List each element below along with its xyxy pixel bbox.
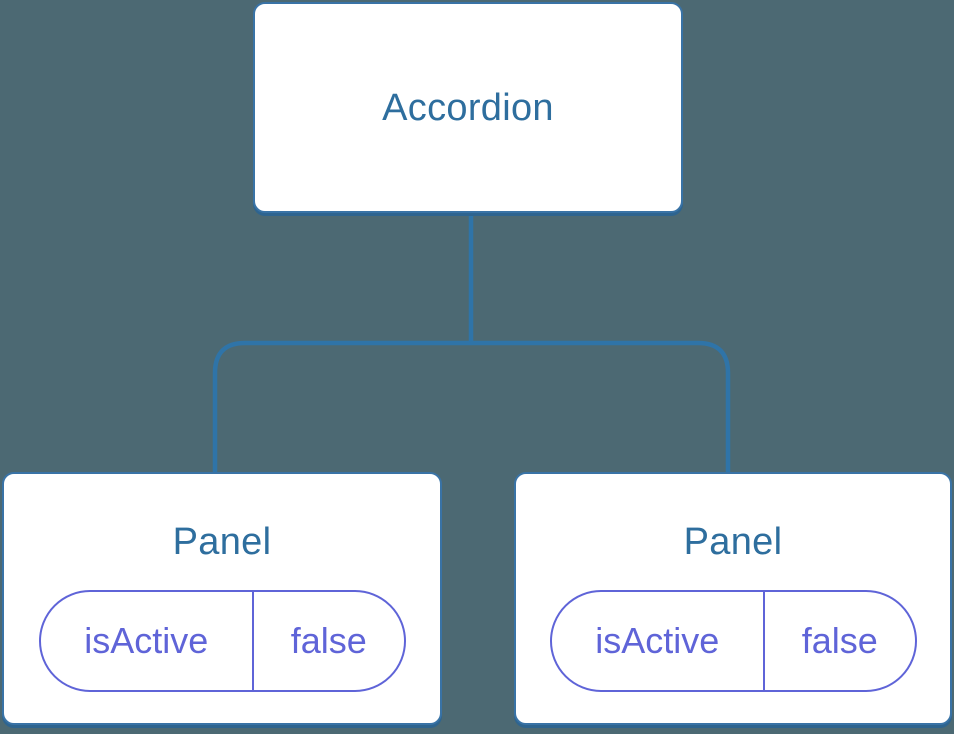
accordion-node-label: Accordion: [382, 86, 554, 129]
state-key: isActive: [41, 592, 255, 690]
state-value: false: [801, 620, 878, 661]
panel-left-label: Panel: [172, 521, 272, 563]
panel-left-state-pill: isActive false: [38, 590, 406, 692]
state-key: isActive: [552, 592, 766, 690]
state-value: false: [290, 620, 367, 661]
children-bracket-line: [212, 340, 731, 474]
panel-right-label: Panel: [683, 521, 783, 563]
panel-right-state-pill: isActive false: [549, 590, 917, 692]
node-panel-left: Panel isActive false: [2, 472, 442, 725]
node-accordion: Accordion: [253, 2, 683, 213]
node-panel-right: Panel isActive false: [514, 472, 952, 725]
